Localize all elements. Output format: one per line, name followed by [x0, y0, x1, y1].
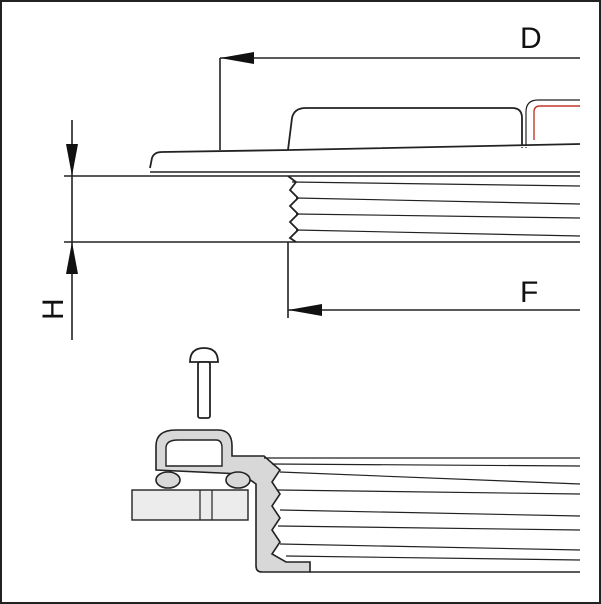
d-arrow-head: [220, 52, 254, 64]
thread-line-4: [295, 229, 581, 237]
h-arrow-top: [66, 144, 78, 176]
gasket-foot-right: [225, 471, 251, 489]
rivet-shank: [197, 361, 211, 419]
threaded-neck: [287, 175, 300, 243]
rivet-head: [189, 347, 219, 363]
section-line-3: [279, 471, 581, 485]
cap-dome: [287, 107, 523, 151]
cap-vent-outline: [525, 99, 580, 148]
mounting-section: [131, 429, 581, 573]
thread-line-2: [295, 197, 581, 205]
h-arrow-bottom: [66, 242, 78, 274]
section-line-2: [271, 463, 581, 467]
tank-wall-panel: [131, 489, 249, 521]
section-line-7: [279, 543, 581, 551]
gasket-channel: [165, 439, 223, 467]
gasket-foot-left: [155, 471, 181, 489]
dimension-f: F: [287, 242, 580, 318]
cap-vent-detail: [533, 105, 580, 140]
f-arrow-head: [288, 304, 322, 316]
thread-line-1: [291, 181, 581, 187]
f-label: F: [520, 276, 538, 309]
d-label: D: [520, 22, 542, 55]
dimension-h: H: [37, 120, 290, 340]
section-line-6: [277, 525, 581, 531]
cap-top-view: [149, 99, 581, 243]
section-line-8: [285, 555, 581, 561]
thread-line-3: [295, 213, 581, 219]
rivet: [189, 347, 219, 419]
cap-rim: [149, 143, 581, 169]
h-label: H: [37, 298, 70, 320]
section-line-4: [277, 489, 581, 495]
dimension-d: D: [219, 22, 580, 150]
section-line-5: [279, 509, 581, 517]
